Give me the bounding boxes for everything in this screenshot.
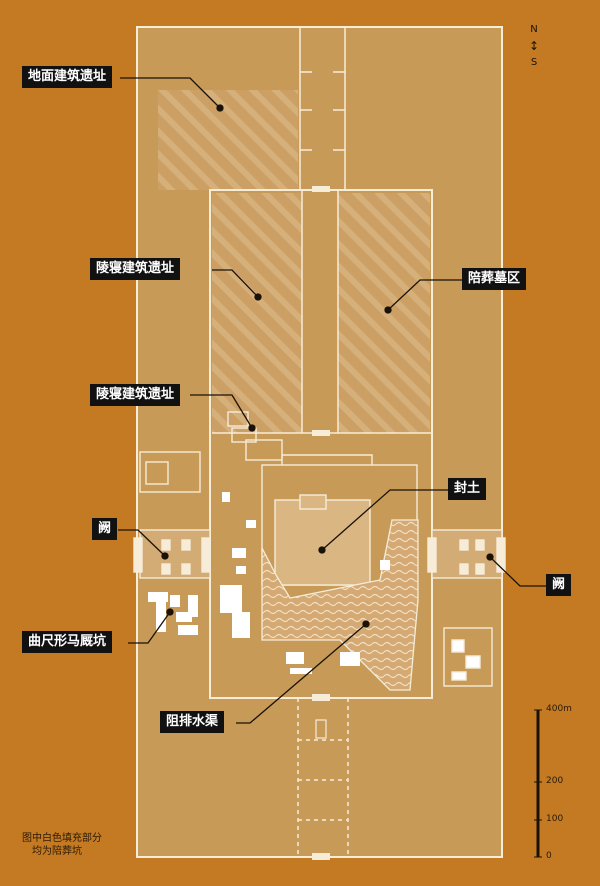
label-que-left: 阙 <box>92 518 118 540</box>
scale-tick-400: 400m <box>546 704 572 714</box>
east-que <box>427 529 506 579</box>
label-ground-building: 地面建筑遗址 <box>22 66 113 88</box>
north-arrow-icon: ↕ <box>528 39 540 53</box>
tomb-building-area <box>212 193 302 433</box>
scale-tick-200: 200 <box>546 776 564 786</box>
mound-area <box>261 454 418 586</box>
scale-bar <box>534 709 542 858</box>
burial-area <box>338 193 430 433</box>
south-road <box>297 698 349 857</box>
note-line-1: 图中白色填充部分 <box>22 833 102 844</box>
north-road <box>299 27 346 190</box>
label-que-right: 阙 <box>546 574 572 596</box>
label-stable-pit: 曲尺形马厩坑 <box>22 631 113 653</box>
label-tomb-building-1: 陵寝建筑遗址 <box>90 258 181 280</box>
burial-pits-white <box>220 492 390 674</box>
scale-tick-0: 0 <box>546 851 552 861</box>
north-label: N <box>530 24 538 35</box>
compass: N ↕ S <box>524 24 544 68</box>
stable-pits <box>148 592 198 635</box>
ground-building-area <box>158 90 298 190</box>
west-que <box>133 451 211 579</box>
legend-note: 图中白色填充部分 均为陪葬坑 <box>22 832 102 858</box>
small-ruins <box>227 411 283 461</box>
leader-lines <box>118 77 548 724</box>
label-drain: 阻排水渠 <box>160 711 225 733</box>
label-mound: 封土 <box>448 478 487 500</box>
east-building <box>443 627 493 687</box>
south-label: S <box>530 57 538 68</box>
label-burial-area: 陪葬墓区 <box>462 268 527 290</box>
note-line-2: 均为陪葬坑 <box>32 846 82 857</box>
drainage-channel <box>261 519 419 691</box>
label-tomb-building-2: 陵寝建筑遗址 <box>90 384 181 406</box>
scale-tick-100: 100 <box>546 814 564 824</box>
